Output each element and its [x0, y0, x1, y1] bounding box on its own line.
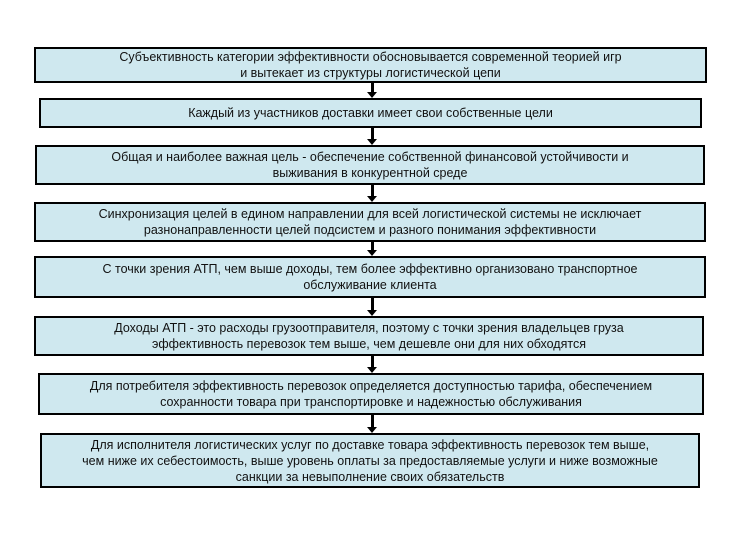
step-8-line-1: Для исполнителя логистических услуг по д… — [90, 437, 650, 452]
step-4-line-2: разнонаправленности целей подсистем и ра… — [143, 223, 597, 237]
step-text-5: С точки зрения АТП, чем выше доходы, тем… — [103, 261, 638, 293]
arrow-head — [367, 310, 377, 316]
arrow-shaft — [370, 298, 374, 311]
step-box-2: Каждый из участников доставки имеет свои… — [39, 98, 702, 128]
step-box-6: Доходы АТП - это расходы грузоотправител… — [34, 316, 704, 356]
arrow-shaft — [370, 415, 374, 428]
step-box-3: Общая и наиболее важная цель - обеспечен… — [35, 145, 705, 185]
step-box-1: Субъективность категории эффективности о… — [34, 47, 707, 83]
step-text-2: Каждый из участников доставки имеет свои… — [188, 105, 553, 121]
arrow-shaft — [370, 83, 374, 93]
arrow-head — [367, 196, 377, 202]
arrow-head — [367, 92, 377, 98]
step-5-line-2: обслуживание клиента — [303, 278, 437, 292]
step-box-4: Синхронизация целей в едином направлении… — [34, 202, 706, 242]
step-2-line-1: Каждый из участников доставки имеет свои… — [188, 106, 553, 120]
step-text-1: Субъективность категории эффективности о… — [119, 49, 621, 81]
step-text-8: Для исполнителя логистических услуг по д… — [82, 437, 658, 485]
step-3-line-2: выживания в конкурентной среде — [272, 166, 468, 180]
arrow-head — [367, 250, 377, 256]
step-1-line-2: и вытекает из структуры логистической це… — [240, 66, 501, 80]
step-text-6: Доходы АТП - это расходы грузоотправител… — [114, 320, 623, 352]
step-6-line-2: эффективность перевозок тем выше, чем де… — [152, 337, 586, 351]
step-box-7: Для потребителя эффективность перевозок … — [38, 373, 704, 415]
step-text-4: Синхронизация целей в едином направлении… — [99, 206, 642, 238]
arrow-head — [367, 139, 377, 145]
step-box-8: Для исполнителя логистических услуг по д… — [40, 433, 700, 488]
step-6-line-1: Доходы АТП - это расходы грузоотправител… — [114, 321, 624, 335]
step-1-line-1: Субъективность категории эффективности о… — [119, 50, 622, 64]
step-7-line-2: сохранности товара при транспортировке и… — [160, 395, 582, 409]
step-3-line-1: Общая и наиболее важная цель - обеспечен… — [111, 150, 629, 164]
arrow-shaft — [370, 185, 374, 197]
step-text-3: Общая и наиболее важная цель - обеспечен… — [111, 149, 628, 181]
step-text-7: Для потребителя эффективность перевозок … — [90, 378, 652, 410]
step-8-line-3: санкции за невыполнение своих обязательс… — [235, 469, 505, 484]
step-5-line-1: С точки зрения АТП, чем выше доходы, тем… — [102, 262, 638, 276]
arrow-shaft — [370, 242, 374, 251]
step-box-5: С точки зрения АТП, чем выше доходы, тем… — [34, 256, 706, 298]
arrow-head — [367, 367, 377, 373]
step-4-line-1: Синхронизация целей в едином направлении… — [98, 207, 642, 221]
step-7-line-1: Для потребителя эффективность перевозок … — [89, 379, 653, 393]
step-8-line-2: чем ниже их себестоимость, выше уровень … — [82, 453, 658, 468]
arrow-shaft — [370, 128, 374, 140]
arrow-head — [367, 427, 377, 433]
arrow-shaft — [370, 356, 374, 368]
